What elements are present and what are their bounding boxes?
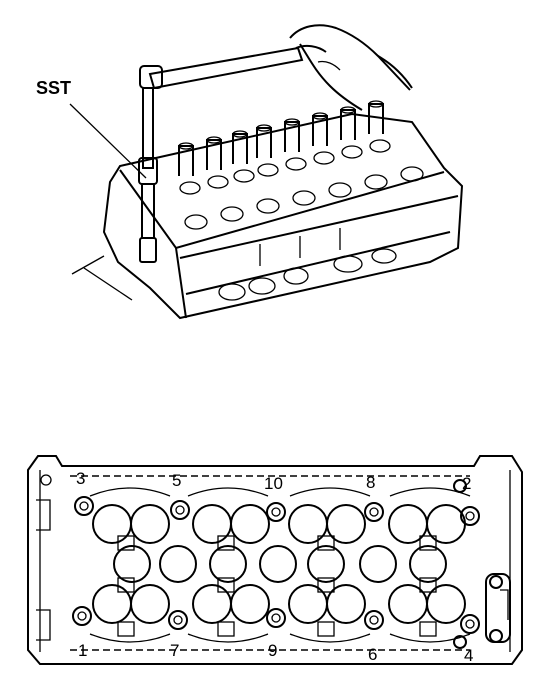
- combustion-port: [113, 545, 151, 583]
- bolt-number-5: 5: [172, 471, 181, 490]
- port-hole: [364, 174, 388, 190]
- head-bolt: [170, 500, 190, 520]
- valve-bore-lower: [230, 584, 270, 624]
- valve-bore-upper: [326, 504, 366, 544]
- valve-bore-lower: [426, 584, 466, 624]
- extension-bar: [142, 88, 154, 169]
- head-bolt: [266, 608, 286, 628]
- bracket-bolt: [453, 635, 467, 649]
- valve-spring: [340, 109, 356, 140]
- port-hole: [400, 166, 424, 182]
- valve-seat: [257, 163, 279, 177]
- valve-spring: [284, 121, 300, 152]
- valve-spring: [312, 115, 328, 146]
- cylinder-head-block: [102, 112, 464, 320]
- combustion-port: [209, 545, 247, 583]
- head-bolt: [266, 502, 286, 522]
- port-hole: [220, 206, 244, 222]
- wrench-handle: [148, 46, 304, 90]
- bracket-bolt: [453, 479, 467, 493]
- bolt-number-2: 2: [462, 474, 471, 493]
- valve-seat: [207, 175, 229, 189]
- valve-spring: [232, 133, 248, 164]
- head-bolt: [168, 610, 188, 630]
- head-bolt: [460, 614, 480, 634]
- valve-bore-lower: [192, 584, 232, 624]
- bolt-number-10: 10: [264, 474, 283, 493]
- combustion-port: [159, 545, 197, 583]
- valve-spring: [206, 139, 222, 170]
- valve-bore-lower: [130, 584, 170, 624]
- port-hole: [184, 214, 208, 230]
- bolt-number-8: 8: [366, 473, 375, 492]
- bolt-number-4: 4: [464, 646, 473, 665]
- valve-seat: [285, 157, 307, 171]
- bolt-number-7: 7: [170, 641, 179, 660]
- combustion-port: [409, 545, 447, 583]
- head-bolt: [74, 496, 94, 516]
- port-hole: [256, 198, 280, 214]
- cylinder-head-illustration: [69, 24, 464, 320]
- bracket-bolt: [489, 575, 503, 589]
- bolt-number-1: 1: [78, 641, 87, 660]
- combustion-port: [259, 545, 297, 583]
- valve-bore-upper: [388, 504, 428, 544]
- valve-spring: [178, 145, 194, 176]
- sst-label: SST: [36, 78, 71, 98]
- valve-bore-lower: [288, 584, 328, 624]
- port-hole: [328, 182, 352, 198]
- port-hole: [292, 190, 316, 206]
- valve-bore-upper: [288, 504, 328, 544]
- valve-bore-upper: [192, 504, 232, 544]
- combustion-port: [359, 545, 397, 583]
- cylinder-head-plan-view: [27, 455, 523, 665]
- valve-seat: [369, 139, 391, 153]
- bolt-number-9: 9: [268, 641, 277, 660]
- valve-bore-upper: [230, 504, 270, 544]
- head-bolt: [364, 610, 384, 630]
- head-outline: [27, 455, 523, 665]
- bolt-number-6: 6: [368, 645, 377, 664]
- valve-bore-upper: [426, 504, 466, 544]
- bracket-bolt: [489, 629, 503, 643]
- valve-seat: [233, 169, 255, 183]
- combustion-port: [307, 545, 345, 583]
- valve-seat: [313, 151, 335, 165]
- sst-socket: [139, 237, 157, 263]
- valve-spring: [368, 103, 384, 134]
- valve-spring: [256, 127, 272, 158]
- valve-bore-lower: [388, 584, 428, 624]
- head-bolt: [364, 502, 384, 522]
- valve-bore-upper: [130, 504, 170, 544]
- valve-bore-upper: [92, 504, 132, 544]
- head-bolt: [460, 506, 480, 526]
- head-bolt: [72, 606, 92, 626]
- valve-bore-lower: [92, 584, 132, 624]
- valve-seat: [341, 145, 363, 159]
- valve-seat: [179, 181, 201, 195]
- bolt-number-3: 3: [76, 469, 85, 488]
- valve-bore-lower: [326, 584, 366, 624]
- sst-leader-line: [69, 103, 147, 179]
